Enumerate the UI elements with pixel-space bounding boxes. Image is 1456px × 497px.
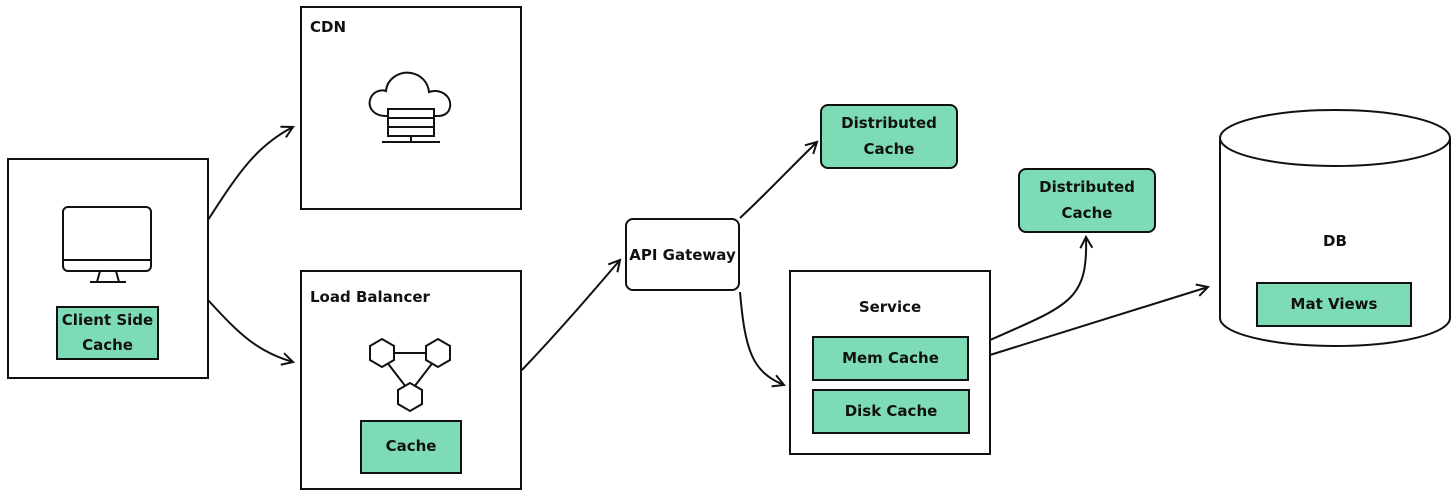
client-side-cache-line2: Cache [82,336,133,354]
arrow-api-gateway-to-distributed-cache [739,142,817,219]
db-title: DB [1323,232,1347,250]
mat-views: Mat Views [1256,282,1412,327]
mem-cache: Mem Cache [812,336,969,381]
arrow-load-balancer-to-api-gateway [521,260,620,371]
disk-cache: Disk Cache [812,389,970,434]
load-balancer-title: Load Balancer [310,288,430,306]
cdn-title: CDN [310,18,347,36]
monitor-icon [62,206,152,283]
api-gateway-title: API Gateway [629,245,736,264]
load-balancer-cache: Cache [360,420,462,474]
distributed-cache-gateway-line1: Distributed [841,114,937,132]
arrow-service-to-distributed-cache [989,237,1086,341]
api-gateway-box: API Gateway [625,218,740,291]
arrow-client-to-cdn [207,127,293,221]
arrow-service-to-db [989,287,1208,356]
distributed-cache-gateway-line2: Cache [863,139,915,158]
arrow-api-gateway-to-service [739,291,784,385]
arrow-client-to-load-balancer [207,299,293,362]
client-side-cache-line1: Client Side [61,310,154,329]
network-nodes-icon [369,337,451,413]
distributed-cache-service-line2: Cache [1061,203,1113,222]
distributed-cache-service-line1: Distributed [1039,178,1135,196]
cloud-server-icon [368,71,452,143]
service-title: Service [858,298,922,316]
